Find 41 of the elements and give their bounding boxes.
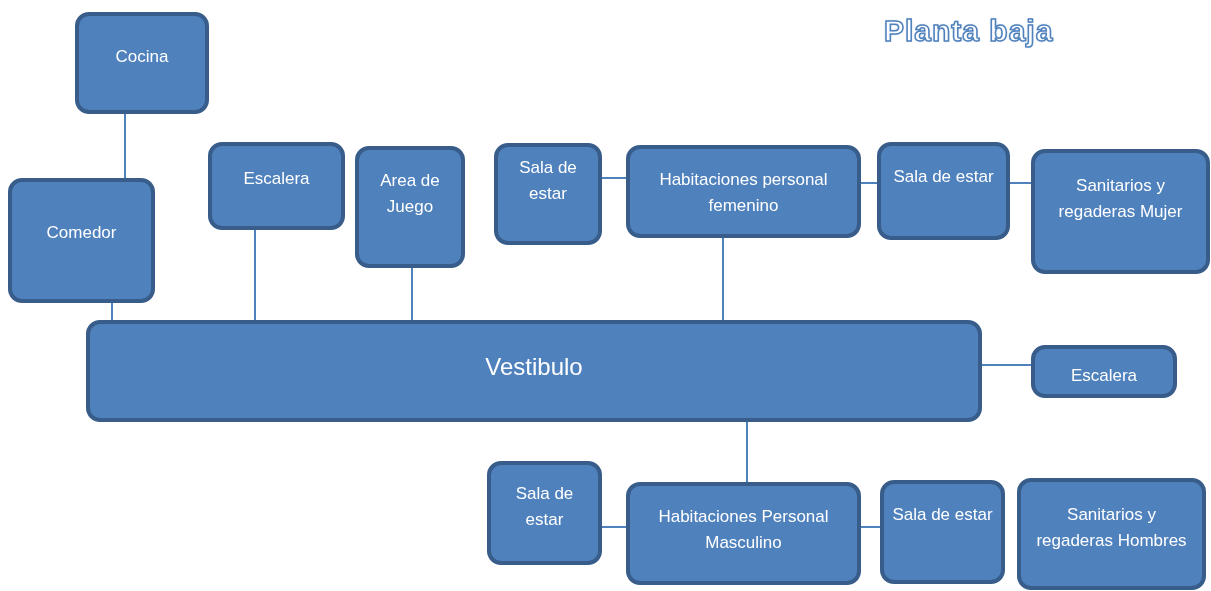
- connector-line: [1009, 182, 1032, 184]
- room-label: Vestibulo: [484, 352, 584, 382]
- connector-line: [860, 182, 878, 184]
- room-label: Sanitarios y regaderas Mujer: [1057, 175, 1184, 224]
- room-box: [75, 12, 209, 114]
- room-label: Comedor: [45, 222, 118, 244]
- connector-line: [601, 526, 627, 528]
- title: Planta baja: [884, 14, 1054, 48]
- connector-line: [601, 177, 627, 179]
- room-label: Habitaciones personal femenino: [658, 169, 829, 218]
- room-box: [208, 142, 345, 230]
- room-box: [86, 320, 982, 422]
- room-box: [487, 461, 602, 565]
- connector-line: [124, 113, 126, 179]
- room-box: [880, 480, 1005, 584]
- room-box: [355, 146, 465, 268]
- room-label: Escalera: [1069, 365, 1139, 387]
- connector-line: [981, 364, 1032, 366]
- room-box: [8, 178, 155, 303]
- room-box: [877, 142, 1010, 240]
- room-label: Sala de estar: [518, 157, 578, 206]
- connector-line: [860, 526, 881, 528]
- room-box: [494, 143, 602, 245]
- connector-line: [111, 302, 113, 321]
- room-label: Habitaciones Personal Masculino: [657, 506, 830, 555]
- room-label: Area de Juego: [379, 170, 441, 219]
- room-box: [1017, 478, 1206, 590]
- connector-line: [254, 229, 256, 321]
- room-box: [1031, 149, 1210, 274]
- room-label: Escalera: [242, 168, 311, 190]
- connector-line: [746, 421, 748, 483]
- room-box: [626, 482, 861, 585]
- room-label: Sala de estar: [892, 166, 995, 188]
- room-label: Sala de estar: [891, 504, 994, 526]
- connector-line: [722, 237, 724, 321]
- room-label: Cocina: [114, 46, 170, 68]
- room-label: Sala de estar: [514, 483, 575, 532]
- room-box: [626, 145, 861, 238]
- room-label: Sanitarios y regaderas Hombres: [1035, 504, 1188, 553]
- room-box: [1031, 345, 1177, 398]
- connector-line: [411, 267, 413, 321]
